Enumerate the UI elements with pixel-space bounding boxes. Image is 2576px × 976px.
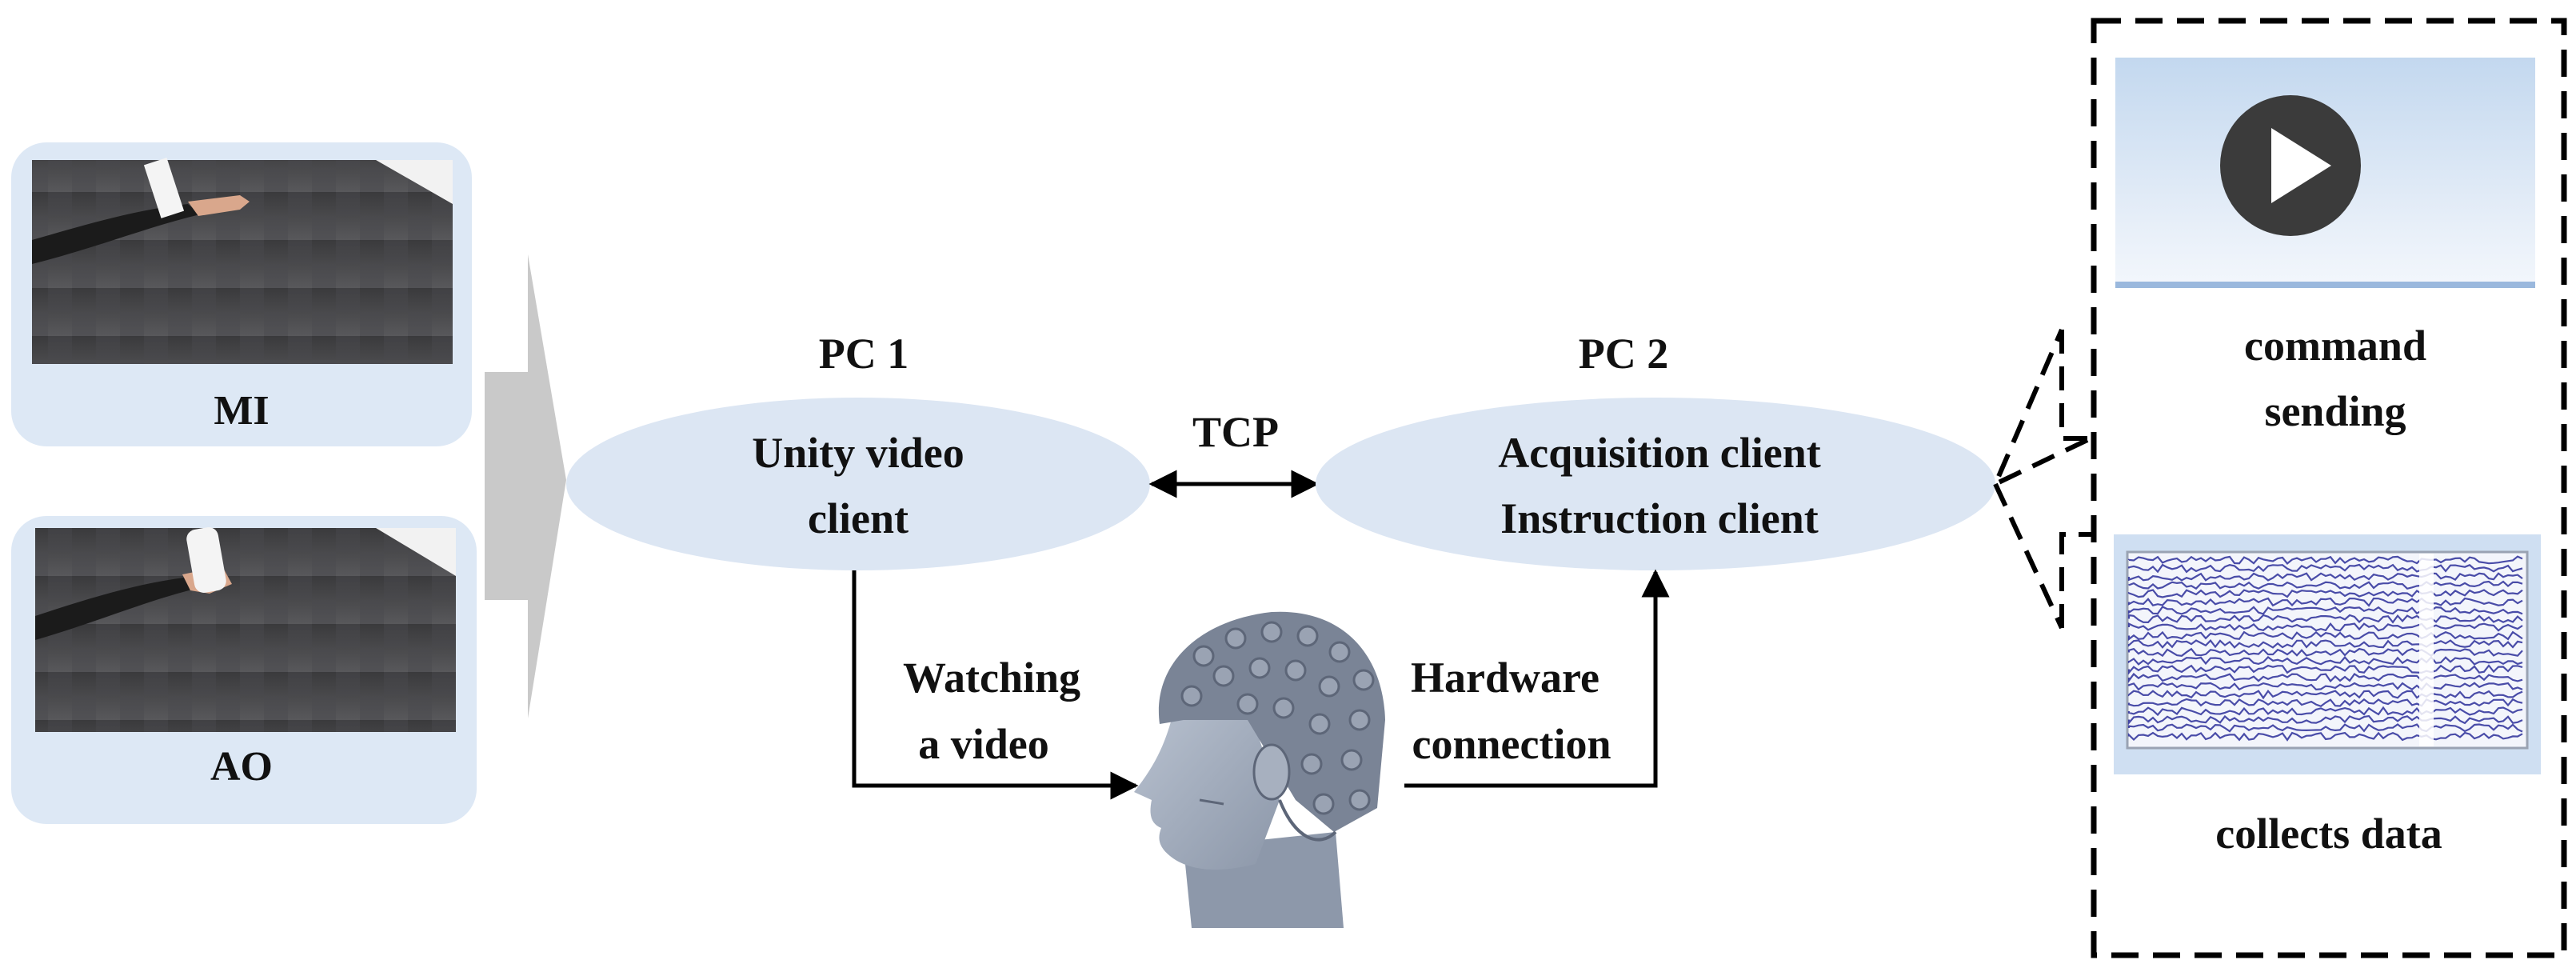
eeg-trace-line xyxy=(2127,606,2523,615)
eeg-trace-line xyxy=(2127,647,2523,658)
eeg-trace-line xyxy=(2127,622,2523,632)
eeg-trace-line xyxy=(2127,706,2523,717)
pc1-ellipse xyxy=(566,398,1150,570)
pc2-title: PC 2 xyxy=(1579,330,1668,378)
pc1-line1: Unity video xyxy=(752,429,965,477)
command-bracket xyxy=(2059,330,2094,441)
eeg-trace-line xyxy=(2127,580,2523,590)
tcp-label: TCP xyxy=(1192,408,1279,456)
mi-label: MI xyxy=(214,388,269,434)
eeg-trace-line xyxy=(2127,655,2523,666)
eeg-trace-line xyxy=(2127,589,2523,598)
eeg-data-thumbnail xyxy=(2114,534,2541,774)
pc1-title: PC 1 xyxy=(819,330,909,378)
pc1-line2: client xyxy=(808,494,909,542)
ao-video-frame xyxy=(35,527,456,732)
eeg-trace-line xyxy=(2127,572,2523,582)
collects-label: collects data xyxy=(2215,810,2442,858)
collect-bracket xyxy=(2059,532,2094,628)
hardware-line2: connection xyxy=(1412,720,1611,768)
mi-video-frame xyxy=(32,158,453,364)
eeg-cap-head-icon xyxy=(1134,611,1385,928)
eeg-trace-line xyxy=(2127,597,2523,607)
command-line1: command xyxy=(2244,322,2426,370)
eeg-trace-line xyxy=(2127,723,2523,733)
ao-label: AO xyxy=(210,744,273,790)
branch-to-collect xyxy=(1993,482,2064,630)
eeg-trace-line xyxy=(2127,563,2523,574)
eeg-traces xyxy=(2127,555,2523,742)
mi-panel: MI xyxy=(11,142,472,446)
eeg-trace-line xyxy=(2127,731,2523,742)
stimulus-flow-arrow xyxy=(485,254,566,718)
eeg-trace-line xyxy=(2127,664,2523,675)
eeg-trace-line xyxy=(2127,555,2523,565)
hardware-line1: Hardware xyxy=(1411,654,1600,702)
eeg-trace-line xyxy=(2127,714,2523,726)
command-video-thumbnail xyxy=(2115,58,2535,288)
play-triangle xyxy=(2271,128,2331,203)
eeg-trace-line xyxy=(2127,698,2523,708)
eeg-trace-line xyxy=(2127,672,2523,684)
watching-line1: Watching xyxy=(903,654,1080,702)
ao-panel: AO xyxy=(11,516,477,824)
watching-arrow xyxy=(852,570,1139,800)
eeg-trace-line xyxy=(2127,682,2523,691)
pc2-line1: Acquisition client xyxy=(1498,429,1821,477)
pc2-line2: Instruction client xyxy=(1500,494,1819,542)
command-line2: sending xyxy=(2264,387,2406,435)
eeg-trace-line xyxy=(2127,630,2523,642)
eeg-trace-line xyxy=(2127,614,2523,624)
hardware-arrow xyxy=(1404,569,1670,788)
eeg-trace-line xyxy=(2127,690,2523,700)
pc2-ellipse xyxy=(1316,398,1995,570)
watching-line2: a video xyxy=(918,720,1049,768)
eeg-trace-line xyxy=(2127,639,2523,649)
output-dashed-box xyxy=(2091,18,2567,958)
branch-to-command xyxy=(1991,328,2089,490)
